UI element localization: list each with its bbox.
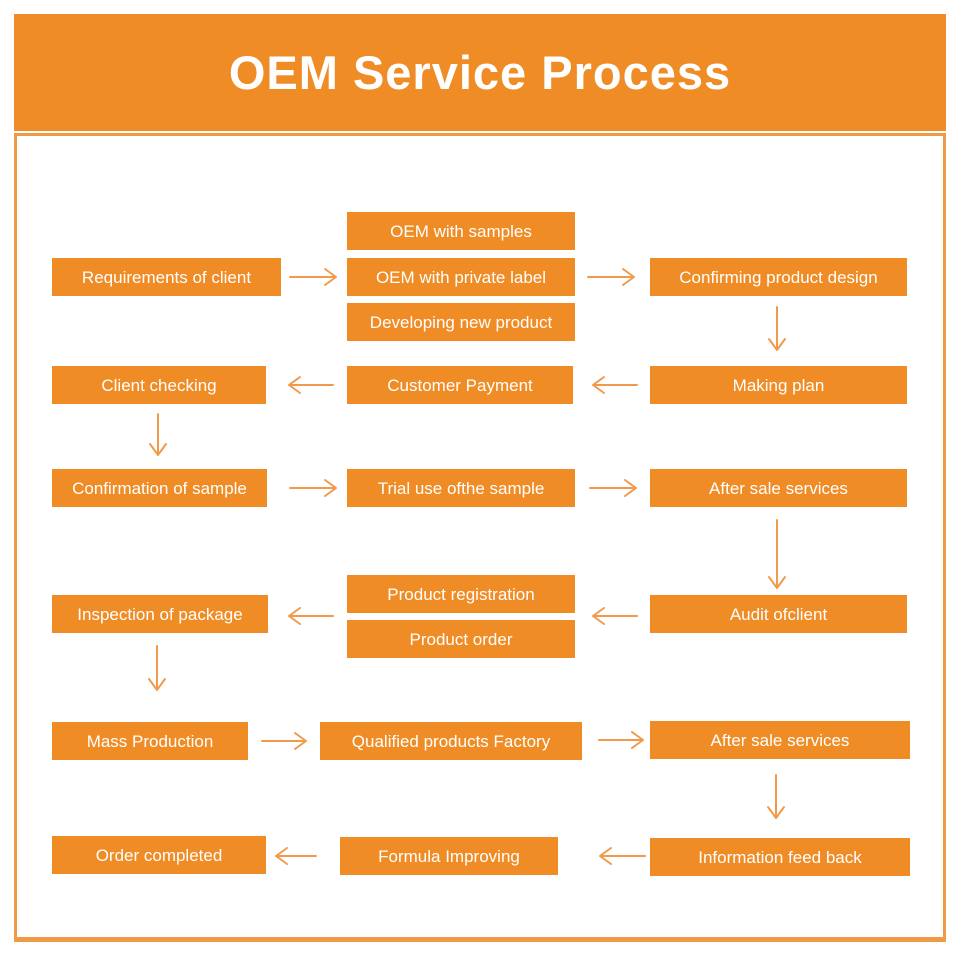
- node-after-sale-services-2: After sale services: [650, 721, 910, 759]
- node-qualified-products-factory: Qualified products Factory: [320, 722, 582, 760]
- node-mass-production: Mass Production: [52, 722, 248, 760]
- node-trial-use-of-the-sample: Trial use ofthe sample: [347, 469, 575, 507]
- node-confirmation-of-sample: Confirmation of sample: [52, 469, 267, 507]
- node-oem-with-private-label: OEM with private label: [347, 258, 575, 296]
- content-frame: [14, 133, 946, 942]
- node-inspection-of-package: Inspection of package: [52, 595, 268, 633]
- node-information-feed-back: Information feed back: [650, 838, 910, 876]
- node-audit-of-client: Audit ofclient: [650, 595, 907, 633]
- node-customer-payment: Customer Payment: [347, 366, 573, 404]
- node-client-checking: Client checking: [52, 366, 266, 404]
- node-after-sale-services-1: After sale services: [650, 469, 907, 507]
- header-banner: OEM Service Process: [14, 14, 946, 131]
- node-order-completed: Order completed: [52, 836, 266, 874]
- node-oem-with-samples: OEM with samples: [347, 212, 575, 250]
- page-title: OEM Service Process: [228, 46, 732, 99]
- node-requirements-of-client: Requirements of client: [52, 258, 281, 296]
- node-formula-improving: Formula Improving: [340, 837, 558, 875]
- node-confirming-product-design: Confirming product design: [650, 258, 907, 296]
- node-making-plan: Making plan: [650, 366, 907, 404]
- node-product-order: Product order: [347, 620, 575, 658]
- node-product-registration: Product registration: [347, 575, 575, 613]
- node-developing-new-product: Developing new product: [347, 303, 575, 341]
